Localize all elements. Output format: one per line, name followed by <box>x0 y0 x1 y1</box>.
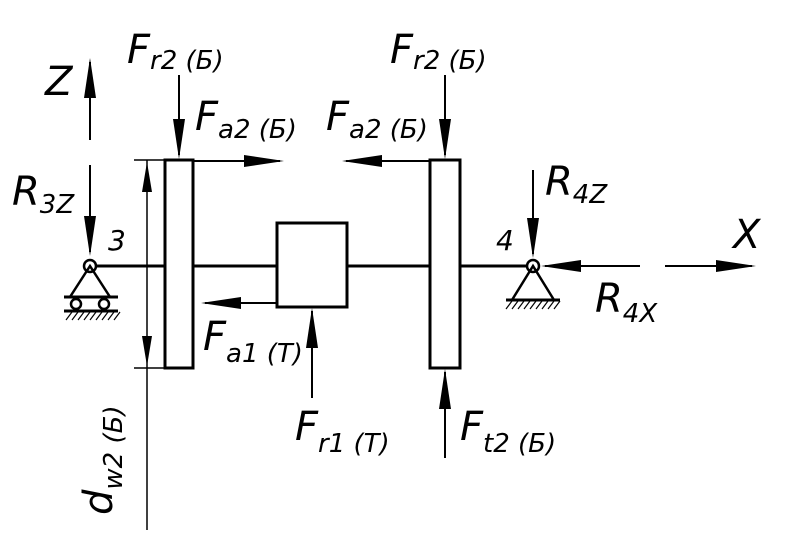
r4z-label: R4Z <box>545 159 608 210</box>
gear-center <box>275 221 349 309</box>
svg-text:dw2 (Б): dw2 (Б) <box>76 405 129 515</box>
r3z-label: R3Z <box>12 169 75 220</box>
r4x-arrow <box>541 260 640 272</box>
r3z-arrow <box>84 165 96 256</box>
support-right <box>505 258 561 310</box>
gear-right <box>428 158 462 370</box>
support-right-number: 4 <box>496 224 514 257</box>
fr2-right-label: Fr2 (Б) <box>390 27 487 76</box>
fr2-left-arrow <box>173 75 185 159</box>
z-axis-arrow <box>84 58 96 140</box>
fr1-arrow <box>306 308 318 398</box>
fr1-label: Fr1 (T) <box>295 404 390 459</box>
ft2-label: Ft2 (Б) <box>460 404 556 459</box>
fa2-left-arrow <box>193 155 284 167</box>
x-axis-label: X <box>731 212 762 258</box>
fa2-right-arrow <box>342 155 430 167</box>
fa2-right-label: Fa2 (Б) <box>326 94 428 145</box>
z-axis-label: Z <box>44 59 74 105</box>
fr2-left-label: Fr2 (Б) <box>127 27 224 76</box>
fa2-left-label: Fa2 (Б) <box>195 94 297 145</box>
gear-left <box>163 158 195 370</box>
ft2-arrow <box>439 369 451 458</box>
x-axis-arrow <box>665 260 756 272</box>
fr2-right-arrow <box>439 75 451 159</box>
support-left-number: 3 <box>108 224 126 257</box>
r4x-label: R4X <box>595 276 658 329</box>
dimension-label: dw2 (Б) <box>76 405 129 515</box>
fa1-arrow <box>201 297 277 309</box>
fa1-label: Fa1 (T) <box>203 314 303 369</box>
support-left <box>64 258 121 321</box>
r4z-arrow <box>527 170 539 258</box>
dimension-line <box>134 159 165 530</box>
